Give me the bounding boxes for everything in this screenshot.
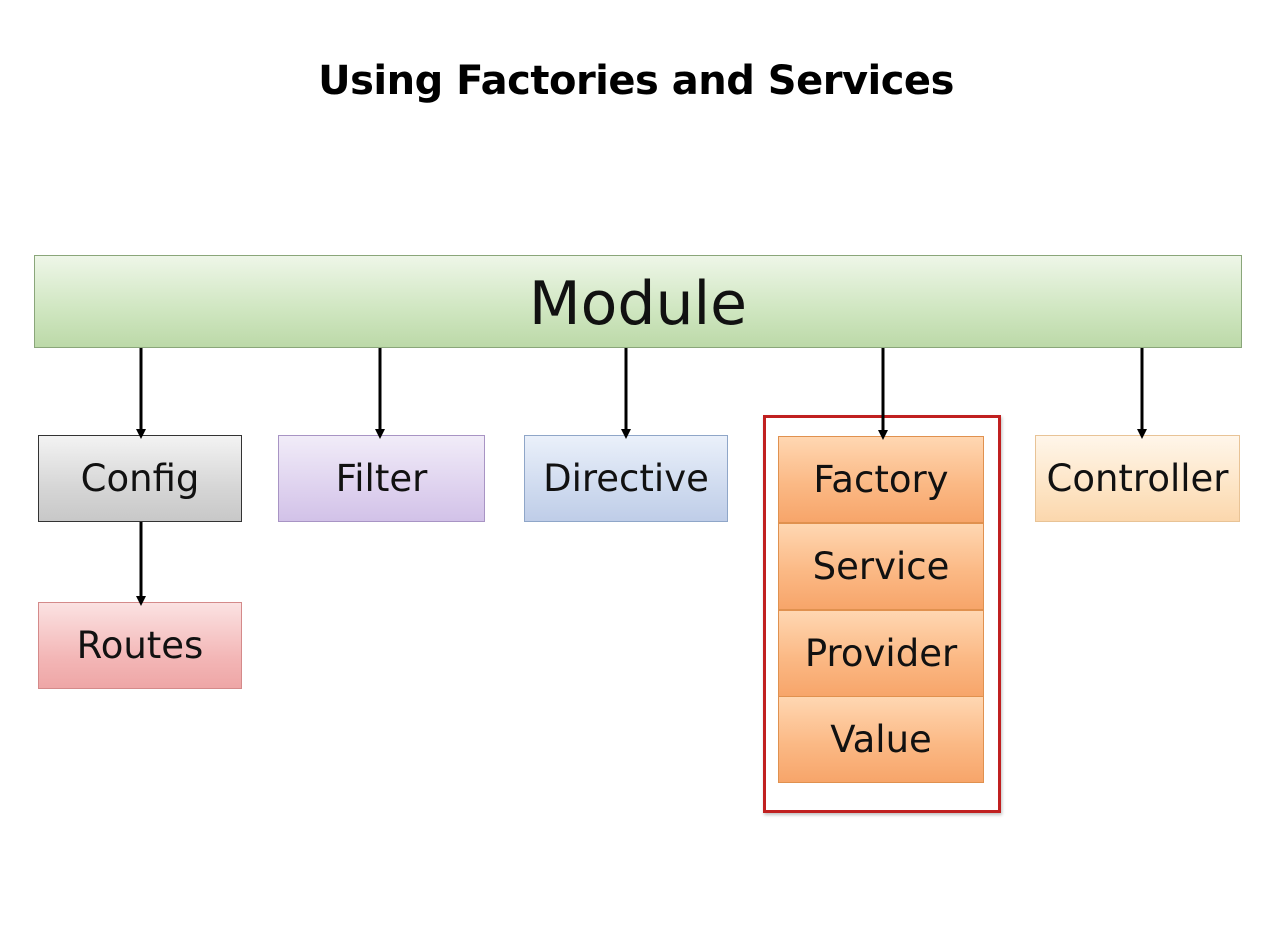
page-title: Using Factories and Services	[318, 58, 954, 104]
config-node: Config	[38, 435, 242, 522]
provider-node: Provider	[778, 610, 984, 697]
directive-node: Directive	[524, 435, 728, 522]
module-node: Module	[34, 255, 1242, 348]
routes-node: Routes	[38, 602, 242, 689]
service-node: Service	[778, 523, 984, 610]
filter-node: Filter	[278, 435, 485, 522]
controller-node: Controller	[1035, 435, 1240, 522]
factory-node: Factory	[778, 436, 984, 523]
value-node: Value	[778, 696, 984, 783]
